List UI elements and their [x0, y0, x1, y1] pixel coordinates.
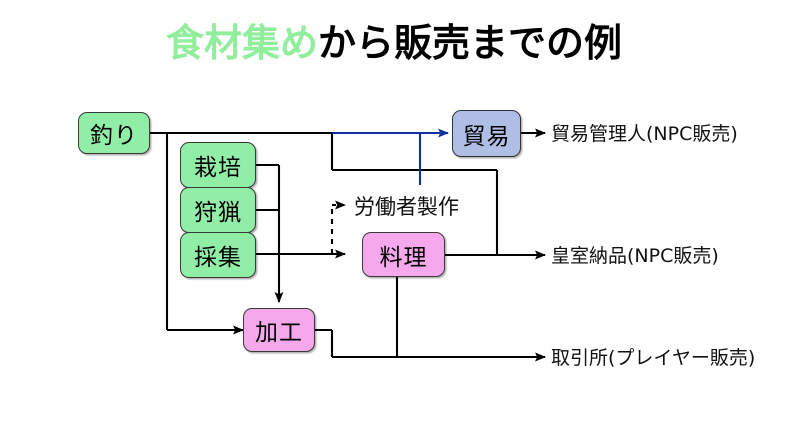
node-gathering[interactable]: 採集	[180, 232, 256, 278]
output-label-exchange: 取引所(プレイヤー販売)	[551, 347, 756, 369]
node-hunting-label: 狩猟	[194, 200, 242, 226]
label-worker-production: 労働者製作	[354, 195, 459, 219]
node-gathering-label: 採集	[194, 245, 242, 271]
output-label-imperial-delivery: 皇室納品(NPC販売)	[551, 245, 719, 267]
title-rest-text: から販売までの例	[318, 21, 623, 65]
node-fishing-label: 釣り	[90, 123, 138, 149]
node-cultivation-label: 栽培	[194, 155, 242, 181]
node-cooking[interactable]: 料理	[362, 232, 445, 277]
node-trade[interactable]: 貿易	[452, 110, 521, 157]
page-title: 食材集めから販売までの例	[0, 18, 788, 68]
node-trade-label: 貿易	[462, 123, 511, 150]
node-cooking-label: 料理	[379, 244, 428, 271]
node-cultivation[interactable]: 栽培	[180, 142, 256, 188]
node-processing[interactable]: 加工	[243, 308, 315, 352]
node-fishing[interactable]: 釣り	[78, 112, 150, 154]
node-processing-label: 加工	[255, 320, 303, 346]
node-hunting[interactable]: 狩猟	[180, 187, 256, 233]
title-accent-text: 食材集め	[165, 21, 318, 65]
output-label-trade-manager: 貿易管理人(NPC販売)	[551, 123, 738, 145]
